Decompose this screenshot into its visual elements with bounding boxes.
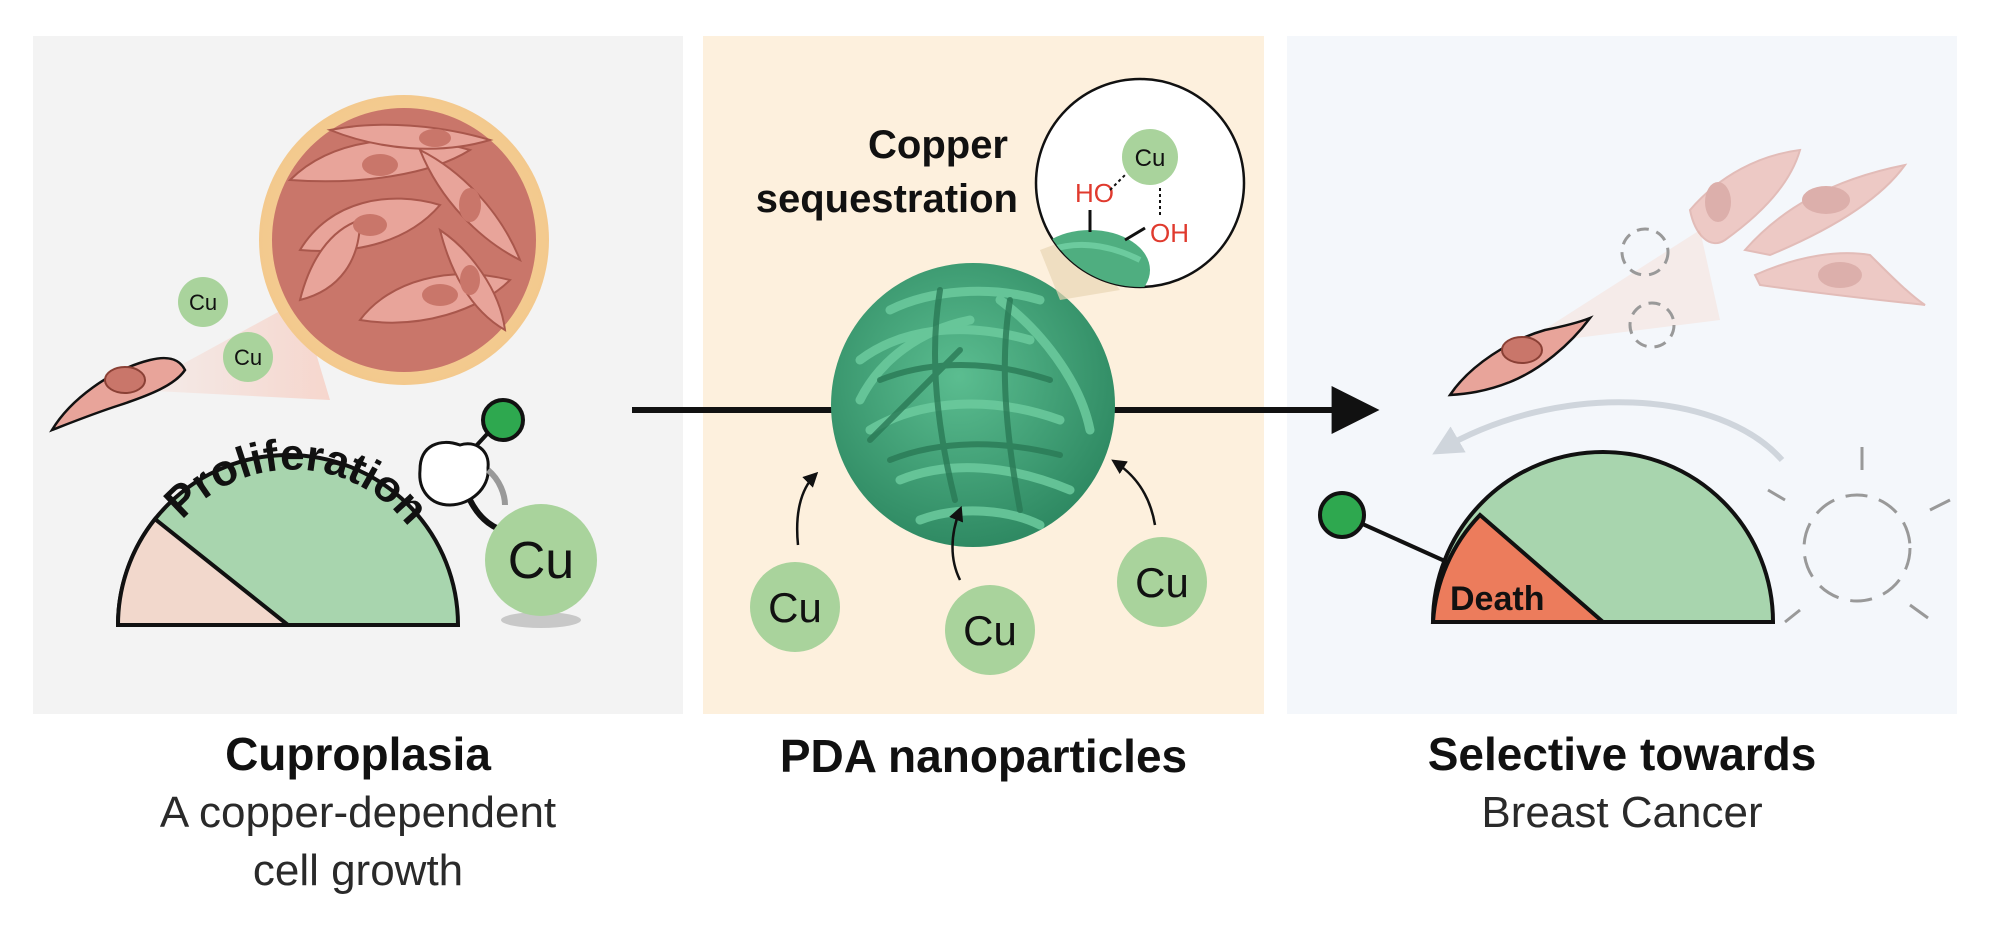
selective-subtitle: Breast Cancer bbox=[1481, 788, 1763, 837]
faded-cells-icon bbox=[1688, 148, 1926, 306]
selective-title: Selective towards bbox=[1427, 728, 1817, 780]
cu-ion-1 bbox=[750, 562, 840, 652]
cu-shadow bbox=[501, 612, 581, 628]
hand-icon bbox=[418, 440, 511, 535]
inset-oh-label: OH bbox=[1150, 218, 1189, 248]
curved-arrow-icon bbox=[1432, 399, 1785, 462]
gauge-label-death: Death bbox=[1450, 580, 1544, 618]
nanoparticle-icon bbox=[831, 263, 1115, 547]
knob-icon bbox=[481, 398, 525, 442]
dashed-cell-icon bbox=[1620, 227, 1676, 349]
sequestration-label-line2: sequestration bbox=[756, 177, 1018, 221]
pda-title: PDA nanoparticles bbox=[779, 730, 1188, 782]
cu-ion-3 bbox=[1117, 537, 1207, 627]
arrow-cu-3-icon bbox=[1111, 459, 1157, 526]
cu-ion-small-2 bbox=[223, 332, 273, 382]
cu-label-1: Cu bbox=[768, 584, 822, 631]
inset-cu-ion bbox=[1122, 129, 1178, 185]
cuproplasia-subtitle-1: A copper-dependent bbox=[159, 788, 557, 837]
cu-ion-large bbox=[485, 504, 597, 616]
cell-cluster-icon bbox=[259, 95, 549, 385]
death-gauge-icon: Death bbox=[1430, 450, 1776, 624]
right-caption: Selective towards Breast Cancer bbox=[1287, 724, 1957, 842]
middle-caption: PDA nanoparticles bbox=[703, 726, 1264, 786]
cancer-cell-icon bbox=[49, 356, 187, 433]
dashed-sun-icon bbox=[1767, 447, 1951, 624]
cu-ion-small-1 bbox=[178, 277, 228, 327]
zoom-beam-right bbox=[1520, 230, 1720, 345]
cu-label-2: Cu bbox=[963, 607, 1017, 654]
inset-cu-label: Cu bbox=[1135, 145, 1166, 172]
arrow-cu-2-icon bbox=[949, 505, 964, 581]
chemistry-inset: Cu HO OH bbox=[1034, 77, 1246, 289]
inset-ho-label: HO bbox=[1075, 178, 1114, 208]
arrow-cu-1-icon bbox=[795, 471, 819, 546]
left-caption: Cuproplasia A copper-dependent cell grow… bbox=[33, 724, 683, 900]
cuproplasia-subtitle-2: cell growth bbox=[252, 846, 464, 895]
cu-label-3: Cu bbox=[1135, 559, 1189, 606]
sequestration-label-line1: Copper bbox=[868, 123, 1008, 167]
cu-label-large: Cu bbox=[508, 532, 574, 590]
cuproplasia-title: Cuproplasia bbox=[225, 728, 491, 780]
cu-label-small-2: Cu bbox=[234, 345, 262, 370]
cu-ion-2 bbox=[945, 585, 1035, 675]
cu-label-small-1: Cu bbox=[189, 290, 217, 315]
knob-right-icon bbox=[1318, 491, 1366, 539]
cancer-cell-right-icon bbox=[1447, 315, 1594, 397]
